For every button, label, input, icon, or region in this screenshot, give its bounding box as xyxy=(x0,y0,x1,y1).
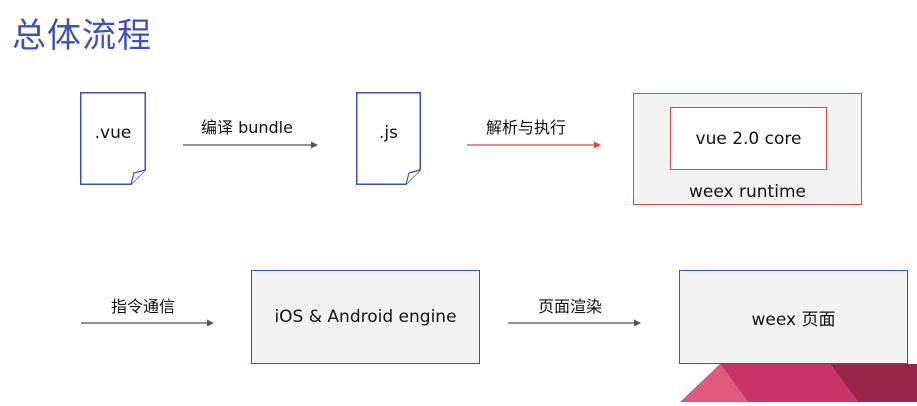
document-icon xyxy=(356,92,421,185)
document-icon xyxy=(80,92,146,185)
vue-core-label: vue 2.0 core xyxy=(695,128,802,149)
weex-page-label: weex 页面 xyxy=(751,309,836,330)
render-arrow-label: 页面渲染 xyxy=(538,297,603,316)
compile-arrow-label: 编译 bundle xyxy=(201,118,293,137)
vue-core-box: vue 2.0 core xyxy=(670,107,827,170)
parse-arrow-label: 解析与执行 xyxy=(486,118,567,137)
weex-runtime-box: vue 2.0 core weex runtime xyxy=(633,93,862,205)
render-arrow xyxy=(508,318,642,328)
command-arrow-label: 指令通信 xyxy=(111,297,176,316)
vue-file-label: .vue xyxy=(94,123,132,143)
weex-runtime-label: weex runtime xyxy=(689,182,806,202)
compile-arrow xyxy=(183,140,319,150)
command-arrow xyxy=(81,318,215,328)
page-title: 总体流程 xyxy=(12,16,152,56)
weex-page-box: weex 页面 xyxy=(679,270,908,364)
parse-arrow xyxy=(467,140,602,150)
decorative-shapes xyxy=(680,364,917,406)
vue-file-node: .vue xyxy=(80,92,146,185)
js-file-label: .js xyxy=(379,123,398,143)
engine-box: iOS & Android engine xyxy=(251,270,480,364)
js-file-node: .js xyxy=(356,92,421,185)
engine-label: iOS & Android engine xyxy=(274,307,457,327)
